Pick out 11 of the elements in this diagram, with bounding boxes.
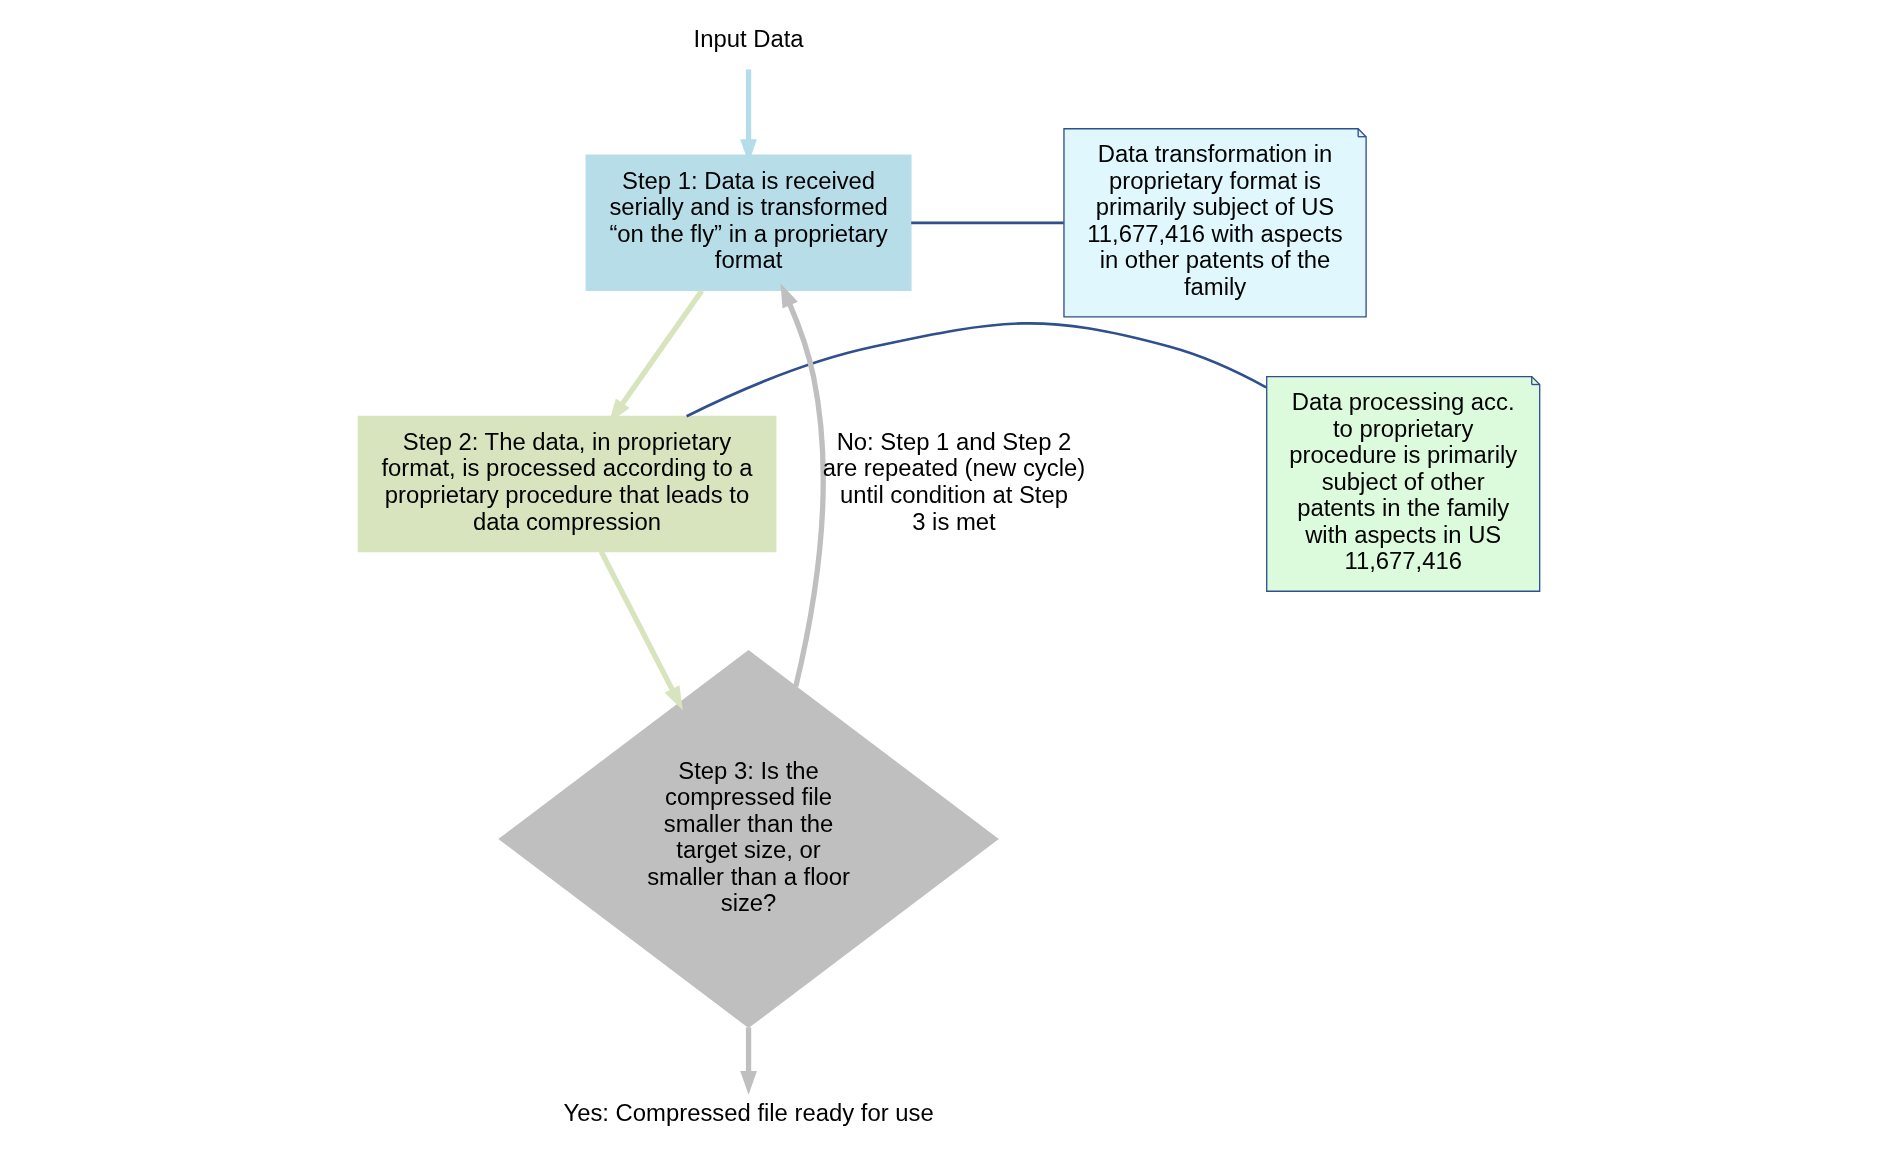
- edge-label: No: Step 1 and Step 2 are repeated (new cycle) until condition at Step 3 is met: [822, 427, 1086, 535]
- node-text: Yes: Compressed file ready for use: [563, 1098, 934, 1126]
- node-diamond: Step 3: Is the compressed file smaller than the target size, or smaller than a floor size?: [498, 650, 999, 1029]
- node-text: Input Data: [693, 25, 804, 53]
- arrow: [780, 283, 826, 687]
- connector: [911, 221, 1064, 225]
- node-box: Step 2: The data, in proprietary format, is processed according to a proprietary procedure that leads to data compression: [357, 415, 777, 553]
- node-box: Step 1: Data is received serially and is transformed “on the fly” in a proprietary format: [585, 154, 912, 292]
- arrow: [598, 550, 683, 711]
- arrow: [740, 1027, 757, 1095]
- connector: [686, 322, 1267, 418]
